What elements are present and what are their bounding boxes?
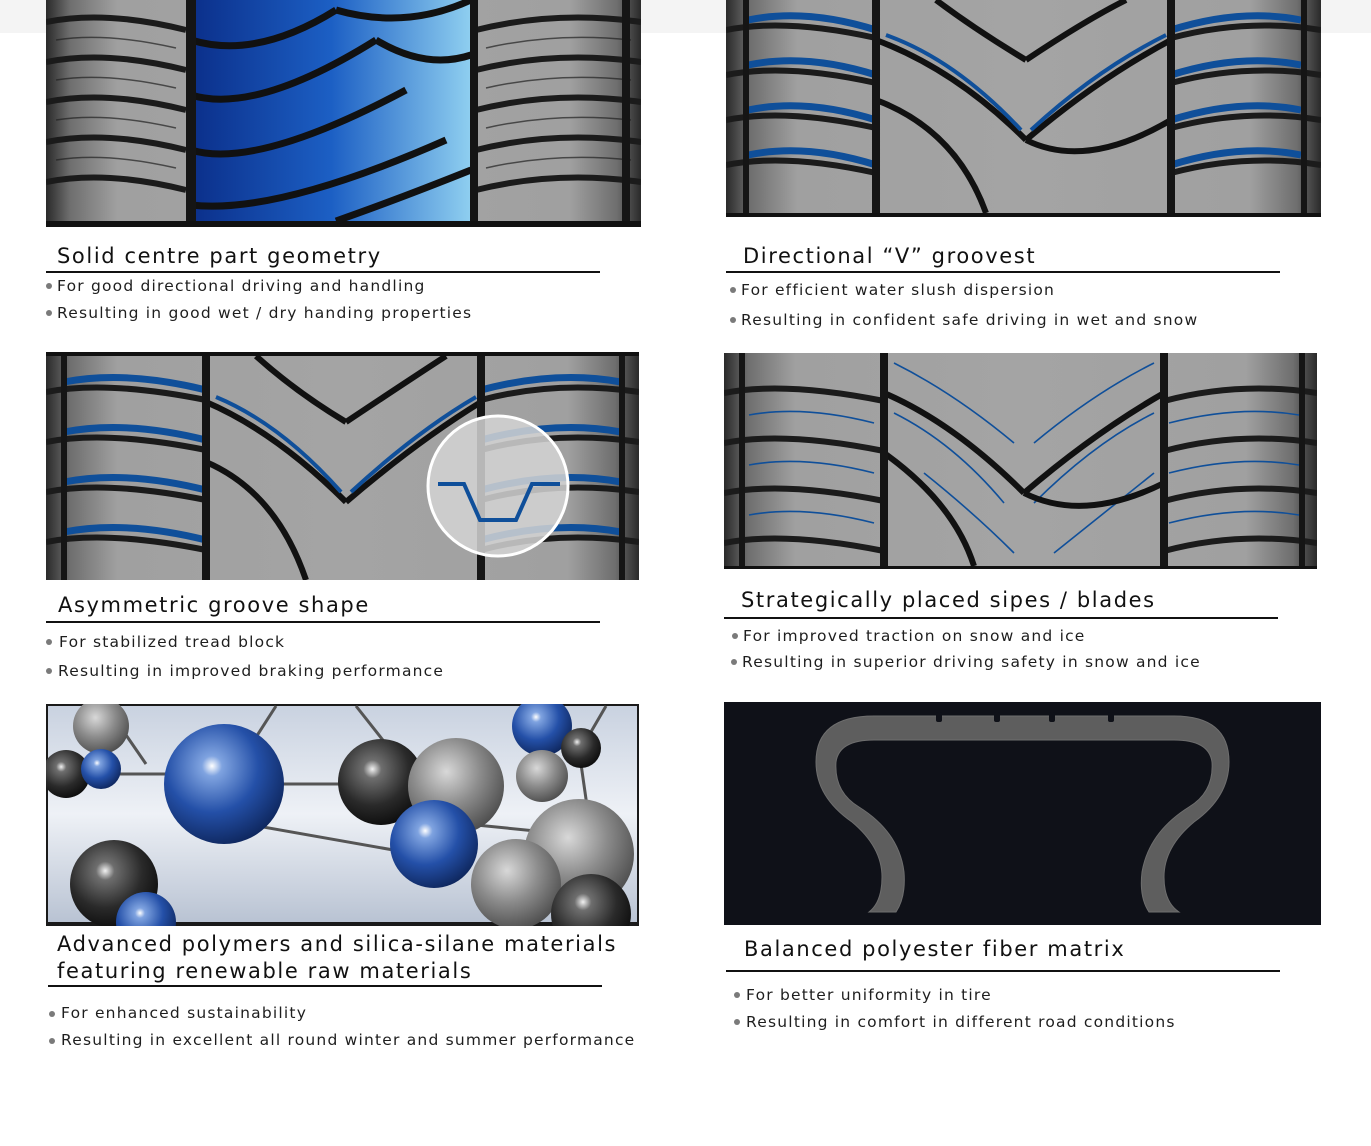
feature-title: Balanced polyester fiber matrix [744, 937, 1126, 961]
bullet-text: Resulting in improved braking performanc… [58, 662, 445, 680]
bullet-dot [46, 639, 52, 645]
tread-v-groove-image [726, 0, 1321, 217]
feature-title-line-2: featuring renewable raw materials [57, 959, 473, 983]
bullet-dot [734, 1019, 740, 1025]
bullet-dot [46, 310, 52, 316]
tire-cross-section-image [724, 702, 1321, 925]
bullet-text: Resulting in confident safe driving in w… [741, 311, 1199, 329]
tread-sipes-image [724, 353, 1317, 569]
bullet-dot [730, 317, 736, 323]
bullet-dot [46, 283, 52, 289]
bullet-text: For better uniformity in tire [746, 986, 992, 1004]
bullet-text: Resulting in comfort in different road c… [746, 1013, 1176, 1031]
title-underline [46, 271, 600, 273]
bullet-dot [49, 1038, 55, 1044]
title-underline [46, 621, 600, 623]
bullet-dot [46, 668, 52, 674]
tread-groove-profile-image [46, 352, 639, 580]
bullet-text: Resulting in good wet / dry handing prop… [57, 304, 473, 322]
feature-title-line-1: Advanced polymers and silica-silane mate… [57, 932, 618, 956]
bullet-dot [734, 992, 740, 998]
feature-title: Asymmetric groove shape [58, 593, 370, 617]
feature-title: Directional “V” groovest [743, 244, 1037, 268]
bullet-dot [49, 1011, 55, 1017]
bullet-text: Resulting in excellent all round winter … [61, 1031, 636, 1049]
feature-title: Strategically placed sipes / blades [741, 588, 1156, 612]
bullet-dot [730, 287, 736, 293]
bullet-text: For efficient water slush dispersion [741, 281, 1056, 299]
bullet-dot [731, 659, 737, 665]
bullet-text: Resulting in superior driving safety in … [742, 653, 1201, 671]
feature-title: Solid centre part geometry [57, 244, 382, 268]
bullet-text: For improved traction on snow and ice [743, 627, 1086, 645]
title-underline [726, 271, 1280, 273]
bullet-dot [732, 633, 738, 639]
title-underline [48, 985, 602, 987]
title-underline [726, 970, 1280, 972]
bullet-text: For enhanced sustainability [61, 1004, 308, 1022]
tread-blue-centre-image [46, 0, 641, 227]
bullet-text: For stabilized tread block [59, 633, 286, 651]
title-underline [724, 617, 1278, 619]
molecule-image [46, 704, 639, 926]
bullet-text: For good directional driving and handlin… [57, 277, 426, 295]
